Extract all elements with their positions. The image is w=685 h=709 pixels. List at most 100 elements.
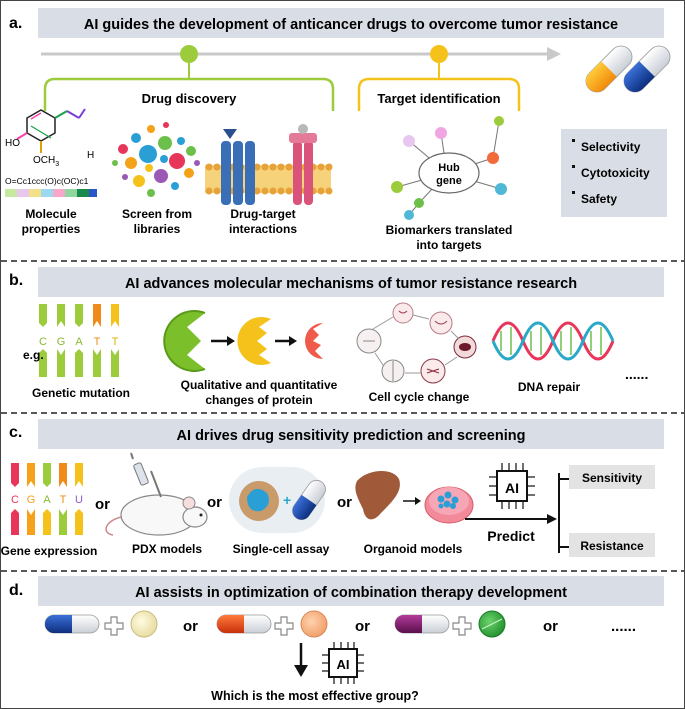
pdx-mouse-icon bbox=[105, 452, 208, 536]
dna-repair-label: DNA repair bbox=[518, 380, 581, 394]
combo-purple-capsule-icon bbox=[394, 614, 450, 634]
screen-libraries-l2: libraries bbox=[134, 222, 181, 236]
criteria-box bbox=[561, 129, 667, 217]
panel-b-title: AI advances molecular mechanisms of tumo… bbox=[125, 276, 577, 292]
smiles-label: O=Cc1ccc(O)c(OC)c1 bbox=[5, 176, 89, 186]
smiles-color-bar bbox=[5, 189, 97, 197]
pdx-models-label: PDX models bbox=[132, 542, 202, 556]
panel-b-ellipsis: ...... bbox=[625, 366, 648, 382]
vanillin-molecule-icon bbox=[16, 108, 86, 153]
molecule-properties-l2: properties bbox=[22, 222, 81, 236]
predict-label: Predict bbox=[487, 528, 535, 544]
rna-pegs-bottom bbox=[11, 509, 83, 535]
ai-chip-icon bbox=[322, 642, 364, 684]
panel-b: b. AI advances molecular mechanisms of t… bbox=[9, 267, 664, 407]
plus-icon bbox=[104, 616, 124, 636]
or-label: or bbox=[355, 618, 370, 635]
molecule-properties-l1: Molecule bbox=[25, 207, 77, 221]
svg-text:+: + bbox=[283, 492, 291, 508]
drug-target-l1: Drug-target bbox=[230, 207, 295, 221]
cell-cycle-icon bbox=[356, 302, 477, 384]
ai-chip-label: AI bbox=[337, 657, 350, 672]
biomarkers-l1: Biomarkers translated bbox=[386, 223, 513, 237]
criteria-item: Selectivity bbox=[581, 140, 641, 154]
criteria-item: Safety bbox=[581, 192, 617, 206]
panel-c: c. AI drives drug sensitivity prediction… bbox=[1, 419, 664, 558]
nucleotide-bases: C G A T T bbox=[39, 336, 119, 348]
rna-pegs-top bbox=[11, 463, 83, 487]
cell-cycle-label: Cell cycle change bbox=[369, 390, 470, 404]
tablet-peach-icon bbox=[300, 610, 328, 638]
panel-a-letter: a. bbox=[9, 15, 22, 32]
organoid-icon bbox=[355, 470, 474, 524]
base-letter: T bbox=[112, 336, 119, 348]
resistance-label: Resistance bbox=[580, 539, 644, 553]
target-identification-label: Target identification bbox=[377, 91, 500, 106]
single-cell-assay-icon: + bbox=[229, 467, 326, 533]
panel-c-letter: c. bbox=[9, 424, 22, 441]
single-cell-label: Single-cell assay bbox=[233, 542, 330, 556]
drug-target-l2: interactions bbox=[229, 222, 297, 236]
question-label: Which is the most effective group? bbox=[211, 689, 419, 703]
hub-gene-l1: Hub bbox=[438, 162, 460, 174]
cell-membrane-receptor-icon bbox=[205, 124, 333, 205]
target-identification-node bbox=[430, 45, 448, 63]
gene-expression-label: Gene expression bbox=[1, 544, 97, 558]
protein-l1: Qualitative and quantitative bbox=[181, 378, 338, 392]
or-label: or bbox=[543, 618, 558, 635]
capsule-blue-icon bbox=[623, 45, 671, 93]
panel-d-title-bar bbox=[38, 576, 664, 606]
drug-discovery-node bbox=[180, 45, 198, 63]
hydroxyl-label: HO bbox=[5, 138, 20, 149]
compound-library-icon bbox=[112, 122, 200, 197]
criteria-item: Cytotoxicity bbox=[581, 166, 650, 180]
target-identification-bracket bbox=[357, 77, 521, 111]
timeline-arrowhead bbox=[547, 47, 561, 61]
panel-d-ellipsis: ...... bbox=[611, 618, 636, 635]
combo-blue-capsule-icon bbox=[44, 614, 100, 634]
panel-a-title-bar bbox=[38, 8, 664, 38]
panel-c-title: AI drives drug sensitivity prediction an… bbox=[177, 428, 526, 444]
combo-red-capsule-icon bbox=[216, 614, 272, 634]
or-label: or bbox=[207, 494, 222, 511]
capsule-orange-icon bbox=[585, 45, 633, 93]
criteria-list: Selectivity Cytotoxicity Safety bbox=[572, 139, 650, 206]
panel-d-title: AI assists in optimization of combinatio… bbox=[135, 585, 567, 601]
panel-a-title: AI guides the development of anticancer … bbox=[84, 17, 618, 33]
protein-l2: changes of protein bbox=[205, 393, 312, 407]
organoid-label: Organoid models bbox=[364, 542, 463, 556]
genetic-mutation-label: Genetic mutation bbox=[32, 386, 130, 400]
screen-libraries-l1: Screen from bbox=[122, 207, 192, 221]
base-letter: U bbox=[75, 494, 83, 506]
hub-gene-l2: gene bbox=[436, 175, 462, 187]
base-letter: C bbox=[39, 336, 47, 348]
panel-d-letter: d. bbox=[9, 582, 23, 599]
resistance-box bbox=[569, 533, 655, 557]
dna-helix-icon bbox=[491, 321, 615, 361]
panel-d: d. AI assists in optimization of combina… bbox=[9, 576, 664, 703]
ai-chip-icon bbox=[489, 463, 535, 509]
eg-label: e.g. bbox=[23, 348, 44, 362]
or-label: or bbox=[95, 496, 110, 513]
aldehyde-label: H bbox=[87, 150, 94, 161]
plus-icon bbox=[452, 616, 472, 636]
base-letter: T bbox=[60, 494, 67, 506]
base-letter: C bbox=[11, 494, 19, 506]
base-letter: A bbox=[75, 336, 83, 348]
panel-b-letter: b. bbox=[9, 272, 23, 289]
plus-icon bbox=[274, 616, 294, 636]
base-letter: A bbox=[43, 494, 51, 506]
base-letter: G bbox=[27, 494, 36, 506]
base-letter: T bbox=[94, 336, 101, 348]
methoxy-label: OCH3 bbox=[33, 155, 59, 168]
panel-a: a. AI guides the development of anticanc… bbox=[5, 8, 671, 252]
panel-c-title-bar bbox=[38, 419, 664, 449]
or-label: or bbox=[337, 494, 352, 511]
rna-bases: C G A T U bbox=[11, 494, 83, 506]
panel-b-title-bar bbox=[38, 267, 664, 297]
nucleotide-pegs-bottom bbox=[39, 349, 119, 377]
biomarkers-l2: into targets bbox=[416, 238, 482, 252]
base-letter: G bbox=[57, 336, 66, 348]
sensitivity-label: Sensitivity bbox=[582, 471, 642, 485]
